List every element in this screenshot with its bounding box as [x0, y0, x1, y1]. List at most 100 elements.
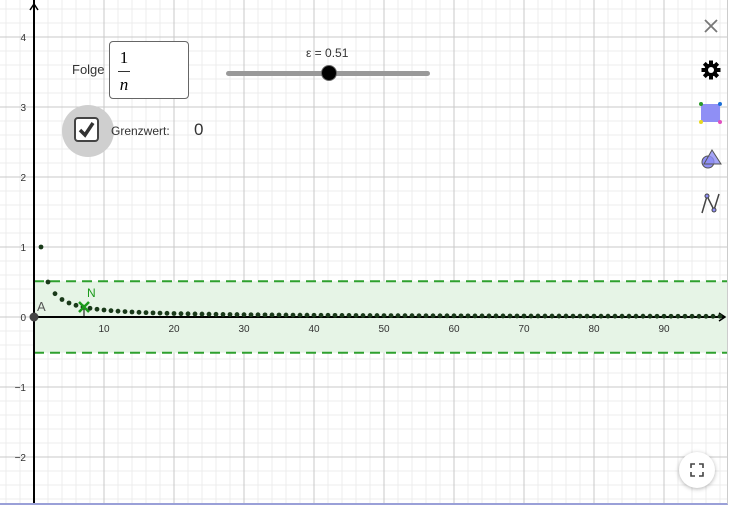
sequence-point	[192, 311, 198, 317]
sequence-point	[423, 313, 429, 319]
shapes-button[interactable]	[698, 146, 724, 172]
sequence-point	[675, 313, 681, 319]
sequence-point	[346, 313, 352, 318]
sequence-point	[248, 312, 254, 318]
sequence-point	[591, 313, 597, 319]
sequence-point	[514, 313, 520, 319]
close-button[interactable]	[698, 13, 724, 39]
sequence-point	[598, 313, 604, 319]
sequence-point	[500, 313, 506, 319]
sequence-point	[507, 313, 513, 319]
sequence-point	[549, 313, 555, 319]
sequence-point	[535, 313, 541, 319]
sequence-point	[164, 310, 170, 316]
y-axis-arrow	[29, 2, 39, 11]
sequence-point	[171, 311, 177, 316]
x-tick-label: 30	[238, 324, 250, 335]
sequence-point	[38, 244, 44, 250]
x-tick-label: 50	[378, 324, 390, 335]
sequence-point	[717, 313, 723, 319]
gear-icon	[701, 60, 721, 80]
sequence-point	[332, 312, 338, 318]
sequence-point	[451, 313, 457, 319]
sequence-point	[409, 313, 415, 319]
shapes-icon	[701, 149, 722, 169]
sequence-point	[255, 312, 261, 318]
sequence-point	[563, 313, 569, 319]
sequence-point	[556, 313, 562, 319]
sequence-point	[262, 312, 268, 318]
sequence-point	[297, 312, 303, 318]
sequence-point	[465, 313, 471, 319]
limit-value: 0	[194, 120, 204, 139]
sequence-point	[101, 307, 107, 313]
graphics-view-icon	[699, 102, 722, 124]
sequence-point	[430, 313, 436, 319]
sequence-point	[493, 313, 499, 319]
sequence-point	[647, 313, 653, 319]
sequence-point	[227, 312, 233, 317]
settings-button[interactable]	[698, 57, 724, 83]
sequence-point	[269, 312, 275, 318]
graphics-view-button[interactable]	[698, 100, 724, 126]
sequence-point	[710, 313, 716, 319]
sequence-point	[220, 312, 226, 317]
sequence-point	[185, 311, 191, 317]
close-icon	[704, 19, 718, 33]
sequence-point	[703, 313, 709, 319]
sequence-point	[283, 312, 289, 318]
function-button[interactable]	[698, 190, 724, 216]
sequence-point	[353, 313, 359, 318]
sequence-point	[241, 312, 247, 318]
sequence-point	[115, 308, 121, 314]
sequence-point	[619, 313, 625, 319]
sequence-point	[444, 313, 450, 319]
sequence-point	[129, 309, 135, 315]
sequence-point	[157, 310, 163, 316]
sequence-point	[52, 291, 58, 297]
sequence-point	[318, 312, 324, 318]
sequence-point	[626, 313, 632, 319]
sequence-point	[367, 313, 373, 318]
sequence-input[interactable]: 1 n	[109, 41, 189, 99]
sequence-point	[542, 313, 548, 319]
sequence-point	[311, 312, 317, 318]
denominator: n	[119, 75, 129, 94]
x-tick-label: 80	[588, 324, 600, 335]
y-tick-label: −2	[15, 453, 27, 464]
point-a	[29, 312, 39, 322]
fullscreen-icon	[690, 463, 704, 477]
sequence-point	[577, 313, 583, 319]
epsilon-slider-knob[interactable]	[321, 65, 337, 81]
sequence-point	[388, 313, 394, 319]
sequence-point	[395, 313, 401, 319]
sequence-point	[612, 313, 618, 319]
sequence-point	[66, 300, 72, 306]
sequence-point	[304, 312, 310, 318]
limit-checkbox[interactable]	[74, 117, 99, 142]
fullscreen-button[interactable]	[679, 452, 715, 488]
folge-label: Folge	[72, 62, 105, 77]
sequence-point	[661, 313, 667, 319]
sequence-point	[87, 305, 93, 311]
sequence-point	[122, 309, 128, 315]
sequence-point	[339, 313, 345, 318]
sequence-point	[290, 312, 296, 318]
sequence-point	[458, 313, 464, 319]
sequence-point	[654, 313, 660, 319]
sequence-point	[381, 313, 387, 318]
sequence-point	[689, 313, 695, 319]
numerator: 1	[119, 48, 129, 67]
sequence-point	[402, 313, 408, 319]
point-a-label: A	[37, 299, 46, 314]
x-tick-label: 10	[98, 324, 110, 335]
sequence-point	[213, 311, 219, 317]
limit-label: Grenzwert:	[111, 124, 170, 138]
sequence-point	[45, 279, 51, 285]
sequence-point	[143, 310, 149, 316]
sequence-point	[234, 312, 240, 317]
sequence-point	[73, 302, 79, 308]
sequence-point	[584, 313, 590, 319]
